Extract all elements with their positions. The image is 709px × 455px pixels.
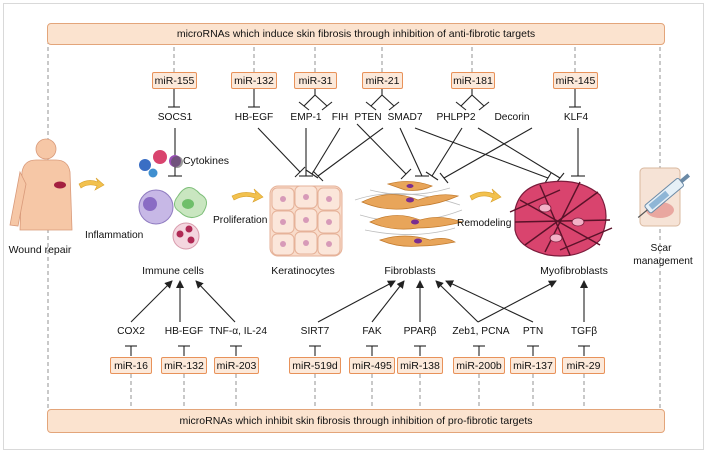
fibroblasts-label: Fibroblasts [384,265,436,277]
target-label: SOCS1 [157,112,193,123]
target-label: TGFβ [570,326,598,337]
target-label: SIRT7 [300,326,330,337]
mirna-box: miR-132 [161,357,207,374]
mirna-box: miR-519d [289,357,341,374]
target-label: PTEN [354,112,382,123]
fibroblasts-illustration [354,181,464,247]
target-label: HB-EGF [234,112,274,123]
mirna-box: miR-31 [294,72,337,89]
target-label: KLF4 [563,112,589,123]
target-label: HB-EGF [164,326,204,337]
scar-management-illustration [637,167,691,227]
target-label: Zeb1, PCNA [452,326,510,337]
remodeling-label: Remodeling [457,218,512,229]
target-label: COX2 [117,326,145,337]
scar-label-line1: Scar [650,243,672,254]
mirna-box: miR-138 [397,357,443,374]
mirna-box: miR-181 [451,72,495,89]
mirna-box: miR-145 [553,72,598,89]
proliferation-label: Proliferation [213,215,268,226]
target-label: PPARβ [403,326,437,337]
mirna-box: miR-137 [510,357,556,374]
bottom-inhibition-lines [125,345,590,356]
myofibroblasts-illustration [509,180,613,257]
mirna-box: miR-21 [362,72,403,89]
target-label: Decorin [494,112,530,123]
wound-repair-figure [9,138,73,231]
mirna-box: miR-495 [349,357,395,374]
myofibroblasts-label: Myofibroblasts [540,265,608,277]
mirna-box: miR-16 [110,357,152,374]
target-label: PTN [522,326,544,337]
top-inhibition-lines [168,88,581,111]
top-banner: microRNAs which induce skin fibrosis thr… [47,23,665,45]
wound-repair-label: Wound repair [8,244,72,256]
mirna-box: miR-200b [453,357,505,374]
target-cell-inhibition-lines [168,123,585,184]
mirna-box: miR-155 [152,72,197,89]
mirna-box: miR-132 [231,72,277,89]
bottom-banner: microRNAs which inhibit skin fibrosis th… [47,409,665,433]
cytokines-label: Cytokines [182,155,230,167]
activation-arrows [130,280,588,323]
target-label: SMAD7 [387,112,423,123]
immune-cells-illustration [138,150,207,250]
mirna-box: miR-203 [214,357,259,374]
scar-label-line2: management [633,256,693,267]
keratinocytes-illustration [269,185,343,257]
target-label: PHLPP2 [436,112,476,123]
mirna-box: miR-29 [562,357,605,374]
target-label: EMP-1 [290,112,322,123]
target-label: TNF-α, IL-24 [209,326,267,337]
target-label: FAK [362,326,382,337]
inflammation-label: Inflammation [85,230,144,241]
immune-cells-label: Immune cells [142,265,204,277]
stage-arrows [78,177,502,203]
keratinocytes-label: Keratinocytes [271,265,335,277]
target-label: FIH [331,112,349,123]
